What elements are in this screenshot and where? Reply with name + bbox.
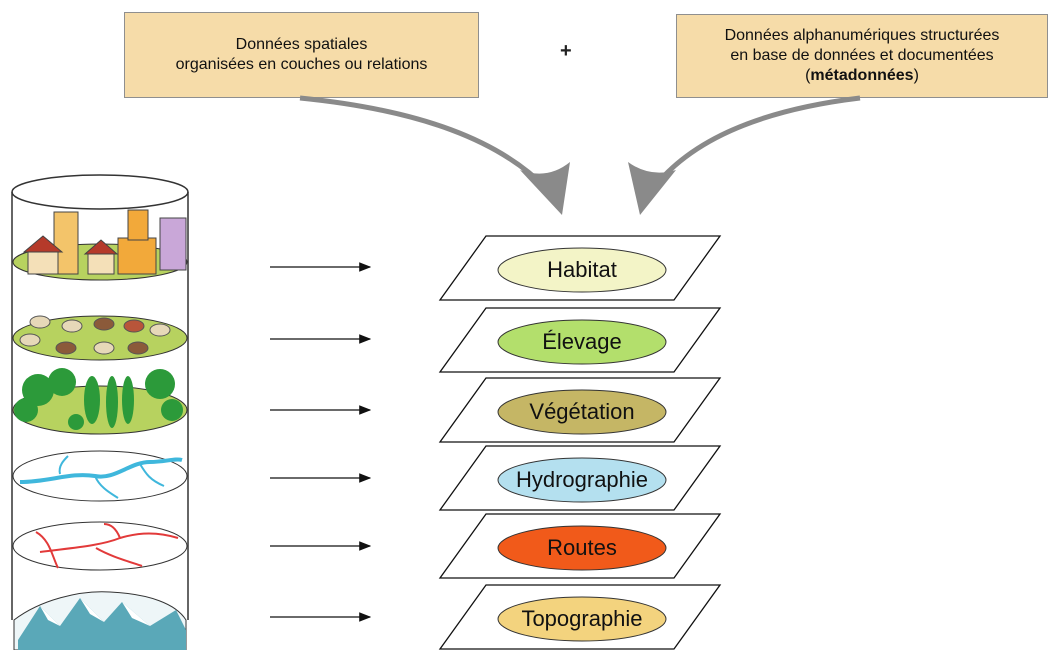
- layer-label-vegetation: Végétation: [529, 399, 635, 424]
- spatial-data-line1: Données spatiales: [235, 36, 368, 53]
- cylinder: [11, 174, 189, 620]
- habitat-illustration: [12, 209, 188, 281]
- paren-open: (: [805, 67, 811, 84]
- alphanumeric-data-line2: en base de données et documentées: [730, 47, 994, 64]
- layer-label-routes: Routes: [547, 535, 617, 560]
- livestock-illustration: [12, 315, 188, 361]
- layer-label-hydrographie: Hydrographie: [515, 467, 649, 492]
- vegetation-illustration: [12, 368, 188, 435]
- layer-badge-habitat: [497, 247, 667, 293]
- alphanumeric-data-line1: Données alphanumériques structurées: [724, 27, 1000, 44]
- layer-badge-elevage: [497, 319, 667, 365]
- curved-arrow-left: [299, 95, 570, 215]
- roads-illustration: [12, 521, 188, 571]
- layer-arrows: [270, 262, 372, 622]
- plus-sign: +: [560, 40, 572, 62]
- layer-label-elevage: Élevage: [542, 329, 622, 354]
- hydrography-illustration: [12, 450, 188, 502]
- layer-badge-topographie: [497, 596, 667, 642]
- curved-arrow-right: [628, 95, 861, 215]
- layer-label-habitat: Habitat: [547, 257, 617, 282]
- paren-close: ): [913, 67, 919, 84]
- spatial-data-box: Données spatiales organisées en couches …: [124, 12, 479, 98]
- metadata-term: métadonnées: [810, 67, 914, 84]
- alphanumeric-data-line3: (métadonnées): [725, 66, 1000, 86]
- layer-badge-routes: [497, 525, 667, 571]
- layer-badge-vegetation: [497, 389, 667, 435]
- layer-stack: [438, 235, 722, 650]
- spatial-data-line2: organisées en couches ou relations: [175, 56, 428, 73]
- layer-badge-hydrographie: [497, 457, 667, 503]
- topography-illustration: [13, 591, 187, 650]
- layer-label-topographie: Topographie: [521, 606, 643, 631]
- alphanumeric-data-box: Données alphanumériques structurées en b…: [676, 14, 1048, 98]
